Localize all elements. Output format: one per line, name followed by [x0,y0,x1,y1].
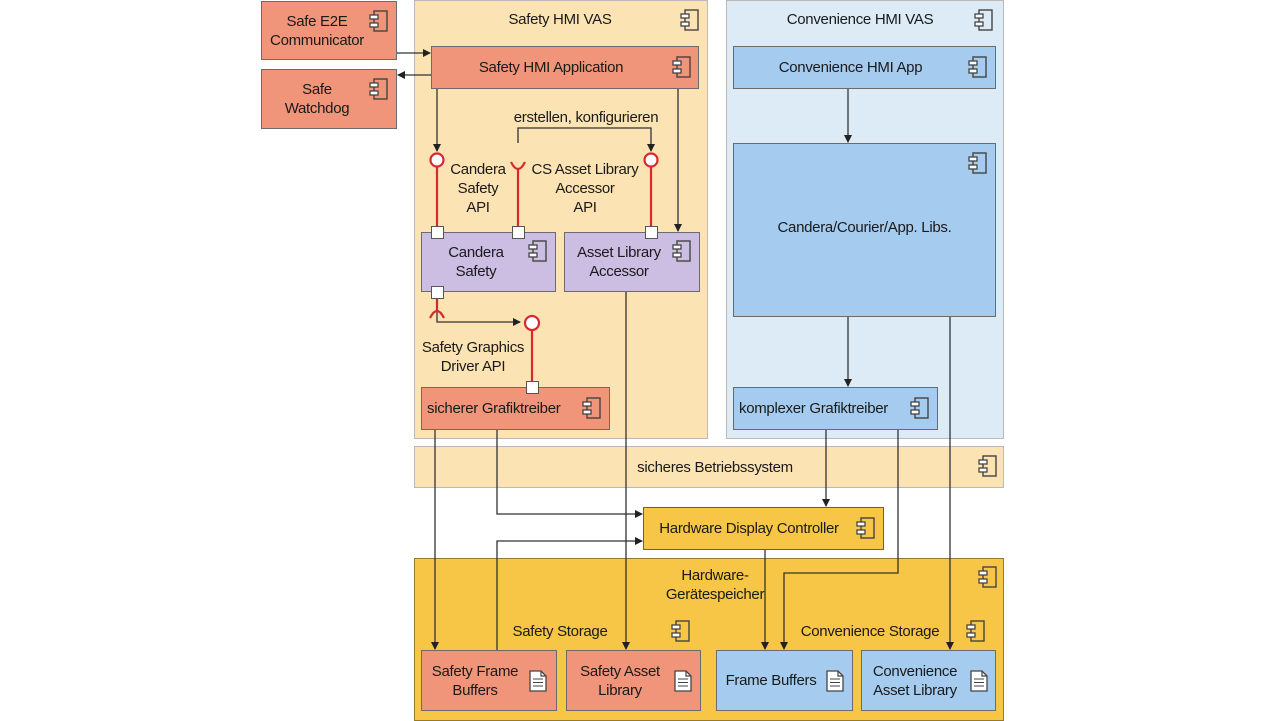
safety-frame-buffers-label: Safety Frame Buffers [431,662,519,699]
safe-watchdog-label: Safe Watchdog [284,81,350,117]
safety-hmi-application [431,46,699,89]
safety-driver-api-lollipop [523,314,541,332]
candera-safety-port-bottom [431,286,444,299]
cs-asset-socket [510,161,526,171]
candera-safety-port-top2 [512,226,525,239]
component-icon [968,152,987,174]
komplexer-grafiktreiber-label: komplexer Grafiktreiber [739,400,888,417]
safety-hmi-application-label: Safety HMI Application [478,59,624,76]
component-icon [856,517,875,539]
hardware-display-controller-label: Hardware Display Controller [659,520,839,537]
component-icon [910,397,929,419]
safety-storage-title: Safety Storage [512,622,608,640]
convenience-asset-library-label: Convenience Asset Library [872,662,958,699]
candera-courier-libs [733,143,996,317]
candera-safety-port-top [431,226,444,239]
safety-hmi-vas-title: Safety HMI VAS [508,10,612,28]
document-icon [826,670,844,692]
safe-driver-port-top [526,381,539,394]
hardware-memory-title: Hardware- Gerätespeicher [665,567,765,603]
component-icon [369,78,388,100]
safety-graphics-driver-api-label: Safety Graphics Driver API [421,339,525,375]
candera-safety-api-lollipop [429,152,445,168]
cs-asset-api-lollipop [643,152,659,168]
asset-accessor-port-top [645,226,658,239]
komplexer-grafiktreiber [733,387,938,430]
driver-api-socket [429,309,445,319]
document-icon [970,670,988,692]
os-title: sicheres Betriebssystem [637,458,793,476]
arrow-safe-driver-to-hdc [496,430,643,518]
candera-safety-label: Candera Safety [448,244,504,280]
component-icon [672,56,691,78]
component-icon [369,10,388,32]
convenience-hmi-vas-title: Convenience HMI VAS [786,10,934,28]
arrow-safety-fb-to-hdc [496,537,643,650]
frame-buffers-label: Frame Buffers [725,672,817,689]
create-configure-annotation: erstellen, konfigurieren [513,109,659,126]
component-icon [672,240,691,262]
safety-asset-library-label: Safety Asset Library [580,662,660,699]
safe-e2e-communicator-label: Safe E2E Communicator [270,12,364,49]
convenience-hmi-app [733,46,996,89]
candera-courier-libs-label: Candera/Courier/App. Libs. [777,219,952,236]
document-icon [529,670,547,692]
document-icon [674,670,692,692]
component-icon [968,56,987,78]
sicherer-grafiktreiber [421,387,610,430]
arrow-create-configure [517,127,655,152]
component-icon [978,455,997,477]
sicherer-grafiktreiber-label: sicherer Grafiktreiber [427,400,561,417]
component-icon [680,9,699,31]
convenience-hmi-app-label: Convenience HMI App [778,59,923,76]
convenience-storage-title: Convenience Storage [800,622,940,640]
component-icon [528,240,547,262]
candera-safety-api-label: Candera Safety API [450,161,506,216]
component-icon [671,620,690,642]
os-region [414,446,1004,488]
component-icon [978,566,997,588]
hardware-display-controller [643,507,884,550]
cs-asset-library-accessor-api-label: CS Asset Library Accessor API [531,161,639,216]
component-icon [974,9,993,31]
line-candera-to-driver-api [436,298,521,326]
component-icon [966,620,985,642]
arrow-complex-driver-to-fb [780,430,899,650]
component-icon [582,397,601,419]
asset-library-accessor-label: Asset Library Accessor [577,244,661,280]
